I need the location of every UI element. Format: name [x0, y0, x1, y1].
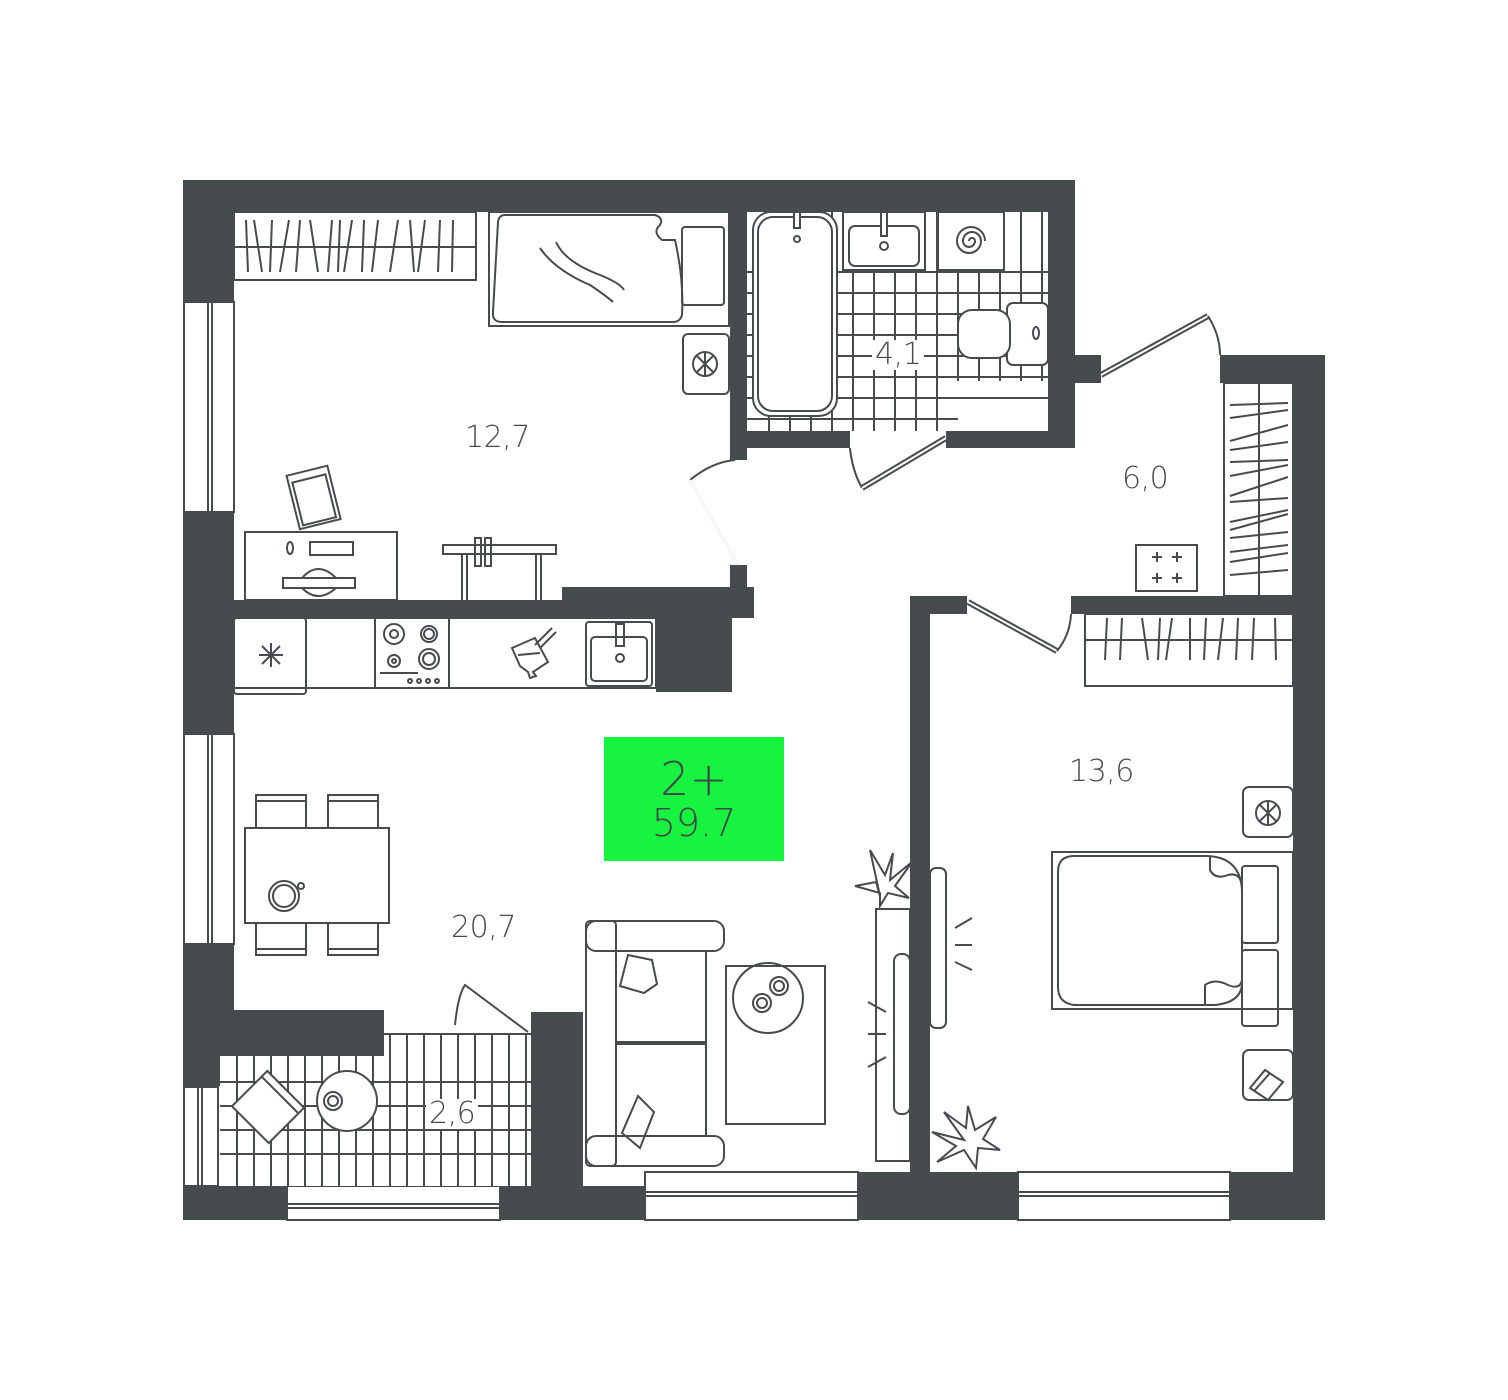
balcony-tiles	[220, 1033, 531, 1186]
hallway-furniture	[1099, 313, 1294, 597]
walls	[183, 180, 1325, 1220]
kitchen-furniture	[233, 617, 657, 695]
plant-icon	[931, 1105, 1001, 1171]
socket-icon	[1152, 552, 1182, 583]
living-furniture	[585, 908, 911, 1167]
bedroom-1-furniture	[233, 211, 730, 601]
room-area-bathroom: 4,1	[872, 340, 925, 370]
room-area-kitchen-living: 20,7	[451, 910, 516, 945]
bathroom-door	[849, 435, 948, 491]
room-count-label: 2+	[660, 752, 728, 806]
balcony-door	[454, 983, 529, 1033]
washing-machine-icon	[955, 226, 986, 254]
bedroom-1-door	[689, 459, 739, 566]
apartment-summary-badge: 2+ 59.7	[604, 737, 784, 861]
lamp-icon	[692, 351, 718, 377]
wardrobe-hangers-icon	[245, 219, 454, 273]
room-area-bedroom-1: 12,7	[465, 420, 530, 455]
total-area-label: 59.7	[651, 801, 737, 845]
windows	[183, 301, 1231, 1221]
fridge-icon	[259, 643, 283, 667]
plant-icon	[854, 849, 913, 910]
room-area-hallway: 6,0	[1122, 461, 1169, 496]
cutting-board-icon	[510, 627, 557, 680]
room-area-balcony: 2,6	[426, 1099, 479, 1129]
bedroom-2-furniture	[929, 599, 1294, 1102]
dining-table	[244, 794, 390, 956]
bathroom-tiles	[747, 211, 1049, 431]
stove-icon	[380, 623, 440, 684]
room-area-bedroom-2: 13,6	[1069, 754, 1134, 789]
